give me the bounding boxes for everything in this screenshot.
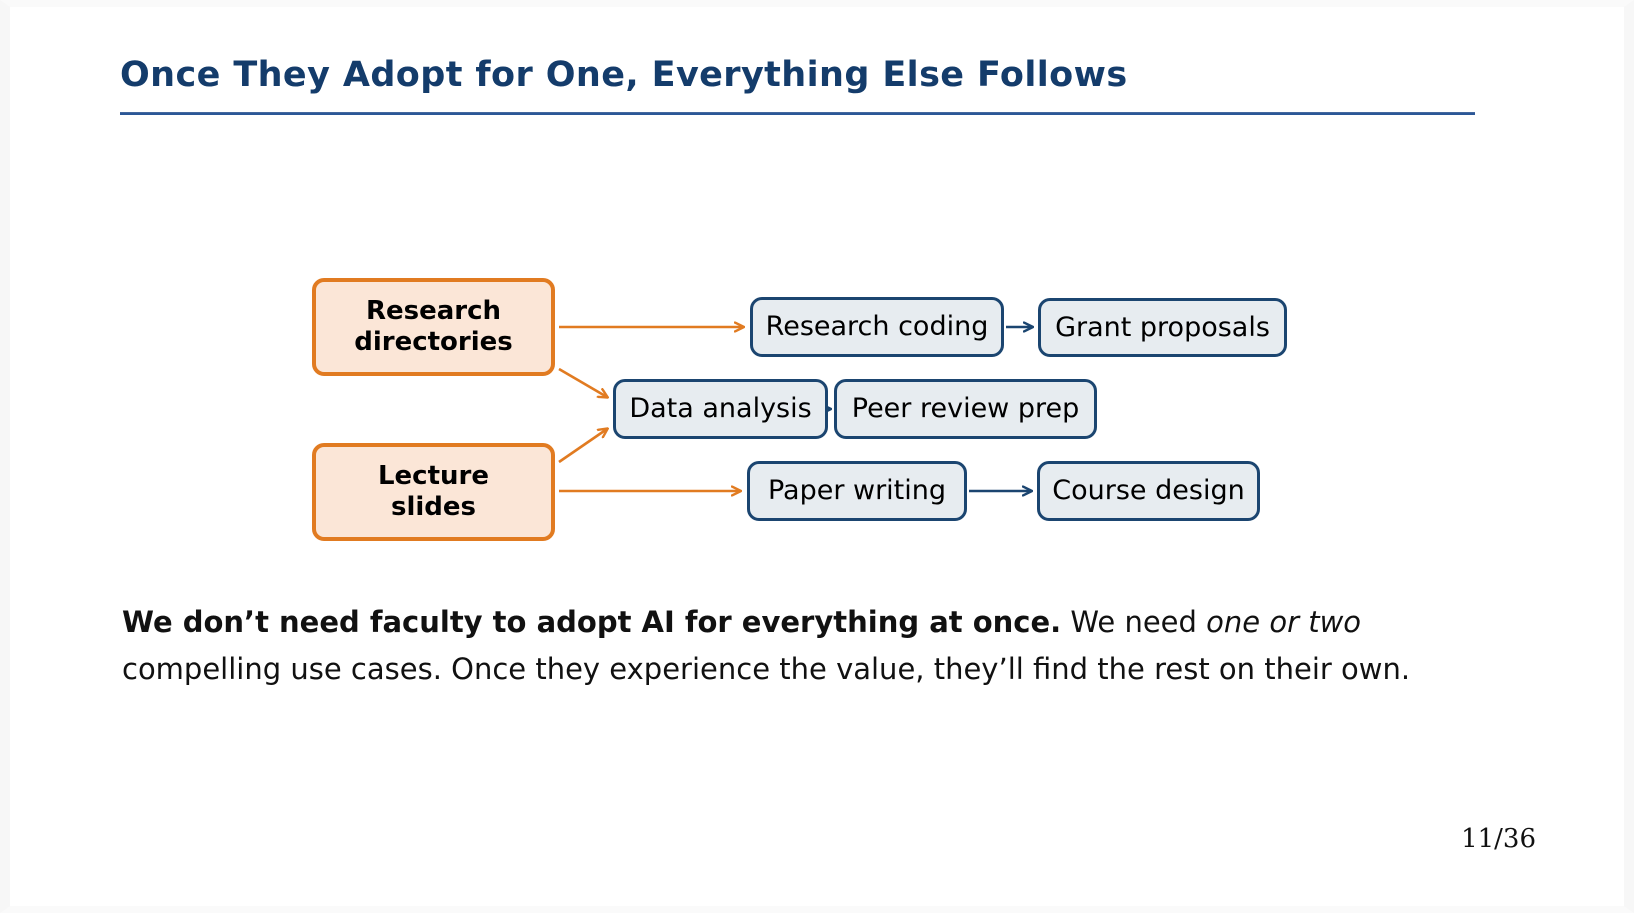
- node-paper-writing[interactable]: Paper writing: [747, 461, 967, 521]
- title-divider: [120, 112, 1475, 116]
- node-peer-review-prep[interactable]: Peer review prep: [834, 379, 1097, 439]
- body-lead-bold: We don’t need faculty to adopt AI for ev…: [122, 605, 1062, 639]
- title-block: Once They Adopt for One, Everything Else…: [120, 55, 1510, 116]
- node-course-design[interactable]: Course design: [1037, 461, 1260, 521]
- node-lecture-slides[interactable]: Lecture slides: [312, 443, 555, 541]
- node-research-directories[interactable]: Research directories: [312, 278, 555, 376]
- node-label-line2: directories: [354, 327, 513, 357]
- adoption-flow-diagram: Research directories Lecture slides Rese…: [10, 257, 1624, 557]
- node-label-line1: Research: [365, 295, 502, 326]
- body-emphasis-italic: one or two: [1206, 605, 1362, 639]
- node-label: Lecture slides: [378, 461, 489, 523]
- body-paragraph: We don’t need faculty to adopt AI for ev…: [122, 599, 1502, 693]
- node-grant-proposals[interactable]: Grant proposals: [1038, 298, 1287, 357]
- node-label: Research directories: [354, 296, 513, 358]
- body-tail: compelling use cases. Once they experien…: [122, 651, 1411, 686]
- page-title: Once They Adopt for One, Everything Else…: [120, 55, 1128, 95]
- node-label-line2: slides: [390, 492, 476, 522]
- edge-research-directories-to-data-analysis: [558, 367, 607, 397]
- node-label-line1: Lecture: [377, 460, 489, 491]
- node-research-coding[interactable]: Research coding: [750, 297, 1004, 357]
- body-middle: We need: [1061, 605, 1207, 639]
- node-data-analysis[interactable]: Data analysis: [613, 379, 828, 439]
- page-number: 11/36: [1461, 824, 1536, 854]
- edge-lecture-slides-to-data-analysis: [558, 429, 607, 464]
